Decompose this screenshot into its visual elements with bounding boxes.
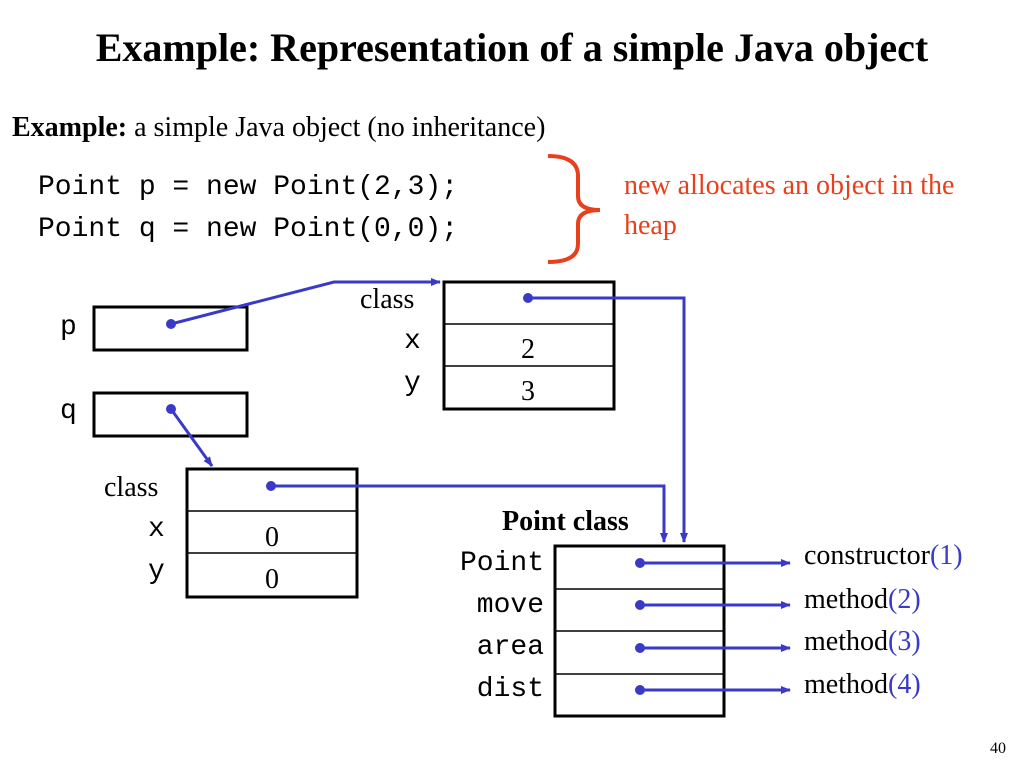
dot-p [166, 319, 176, 329]
method-label-2: method(2) [804, 584, 921, 616]
method-name-1: constructor [804, 540, 930, 571]
entry-point: Point [459, 548, 544, 579]
arrow-q-to-object2 [169, 408, 214, 467]
dot-q [166, 404, 176, 414]
var-q-label: q [60, 396, 77, 427]
intro-bold: Example: [12, 112, 128, 143]
slide-title: Example: Representation of a simple Java… [95, 25, 929, 70]
method-num-3: (3) [888, 626, 921, 657]
object2-value-y: 0 [265, 564, 279, 595]
var-p-label: p [60, 312, 77, 343]
curly-brace [547, 154, 601, 264]
method-name-3: method [804, 626, 888, 657]
object1-value-x: 2 [521, 334, 535, 365]
code-line-1: Point p = new Point(2,3); [38, 172, 459, 203]
method-label-1: constructor(1) [804, 540, 963, 572]
object1-box [442, 280, 616, 411]
method-label-3: method(3) [804, 626, 921, 658]
arrow-object1-class [528, 296, 688, 543]
arrow-p-to-object1 [170, 278, 441, 326]
object2-box [185, 467, 359, 599]
object1-field-class: class [360, 284, 415, 315]
object1-field-x: x [404, 326, 421, 357]
dot-object2-class [266, 481, 276, 491]
entry-move: move [476, 590, 544, 621]
method-num-2: (2) [888, 584, 921, 615]
object2-field-class: class [104, 472, 159, 503]
code-line-2: Point q = new Point(0,0); [38, 214, 459, 245]
dot-method-4 [635, 685, 645, 695]
var-q-box [92, 391, 249, 438]
method-label-4: method(4) [804, 669, 921, 701]
var-p-box [92, 305, 249, 352]
object2-field-y: y [148, 556, 165, 587]
object1-value-y: 3 [521, 376, 535, 407]
intro-text: a simple Java object (no inheritance) [127, 112, 546, 143]
object1-field-y: y [404, 368, 421, 399]
method-num-1: (1) [929, 540, 963, 571]
arrow-object2-class [271, 484, 668, 543]
dot-method-1 [635, 558, 645, 568]
intro-line: Example: a simple Java object (no inheri… [12, 112, 545, 144]
object2-field-x: x [148, 514, 165, 545]
dot-method-2 [635, 600, 645, 610]
entry-dist: dist [476, 674, 544, 705]
point-class-label: Point class [502, 506, 629, 537]
dot-object1-class [523, 293, 533, 303]
dot-method-3 [635, 643, 645, 653]
object2-value-x: 0 [265, 522, 279, 553]
method-num-4: (4) [888, 669, 921, 700]
heap-note: new allocates an object in the heap [624, 170, 955, 241]
method-name-4: method [804, 669, 888, 700]
method-name-2: method [804, 584, 888, 615]
page-number: 40 [990, 740, 1006, 757]
entry-area: area [476, 632, 544, 663]
